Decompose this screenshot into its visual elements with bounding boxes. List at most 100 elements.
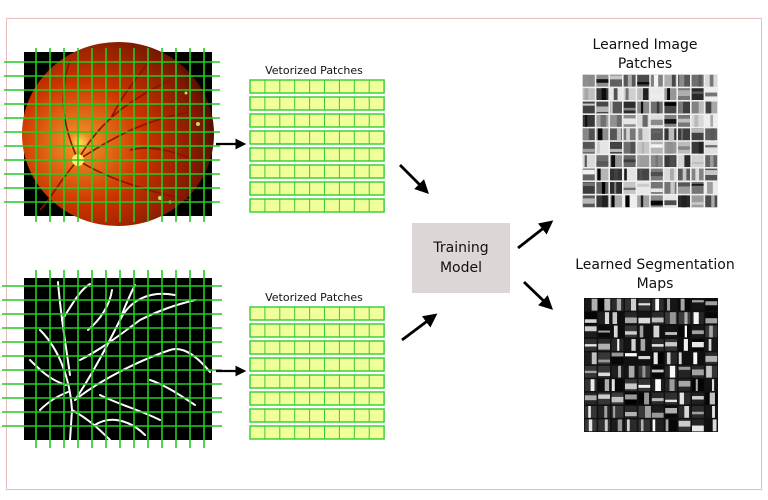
mosaic-tile-stroke <box>626 128 630 141</box>
mosaic-tile-stroke <box>640 101 644 114</box>
mosaic-tile-stroke <box>588 419 593 432</box>
mosaic-tile-stroke <box>683 339 688 351</box>
mosaic-tile-stroke <box>711 379 715 391</box>
mosaic-tile-stroke <box>584 88 589 100</box>
mosaic-tile-stroke <box>667 88 670 100</box>
training-label-line2: Model <box>439 260 483 276</box>
mosaic-tile <box>651 406 664 418</box>
mosaic-tile-stroke <box>678 366 691 370</box>
mosaic-tile <box>705 406 718 418</box>
mosaic-tile-stroke <box>678 101 684 114</box>
mosaic-tile-stroke <box>664 102 677 106</box>
mosaic-tile-stroke <box>692 341 704 348</box>
mosaic-tile <box>598 406 610 418</box>
mosaic-tile-stroke <box>610 75 622 80</box>
mosaic-tile-stroke <box>643 88 649 100</box>
mosaic-tile-stroke <box>642 115 648 127</box>
arrow-top-patches-to-training <box>399 164 429 194</box>
mosaic-tile-stroke <box>623 107 636 111</box>
mosaic-tile-stroke <box>611 155 616 167</box>
mosaic-tile-stroke <box>665 407 677 414</box>
mosaic-tile-stroke <box>656 101 660 114</box>
mosaic-tile-stroke <box>705 301 718 306</box>
mosaic-tile-stroke <box>692 425 704 432</box>
mosaic-tile-stroke <box>678 146 690 150</box>
mosaic-tile <box>623 195 636 208</box>
mosaic-tile-stroke <box>665 342 677 347</box>
mosaic-tile-stroke <box>684 406 689 418</box>
mosaic-tile-stroke <box>681 195 687 208</box>
mosaic-tile <box>598 419 610 432</box>
mosaic-tile <box>637 182 650 194</box>
mosaic-tile-stroke <box>604 419 608 432</box>
mosaic-tile-stroke <box>655 379 661 391</box>
mosaic-tile-stroke <box>679 74 685 87</box>
patch-vector-row <box>249 374 385 389</box>
mosaic-tile <box>664 88 677 100</box>
mosaic-tile-stroke <box>669 379 675 391</box>
mosaic-tile-stroke <box>600 115 607 127</box>
mosaic-tile <box>665 392 677 405</box>
mosaic-tile-stroke <box>638 356 651 360</box>
mosaic-tile-stroke <box>653 352 658 365</box>
mosaic-tile-stroke <box>597 168 601 181</box>
mosaic-tile <box>650 182 663 194</box>
mosaic-tile-stroke <box>653 325 660 338</box>
mosaic-tile-stroke <box>693 352 698 365</box>
mosaic-tile <box>584 352 597 365</box>
mosaic-tile-stroke <box>650 130 663 133</box>
mosaic-tile <box>611 419 624 432</box>
mosaic-tile-stroke <box>610 148 622 153</box>
patch-vector-row <box>249 306 385 321</box>
mosaic-tile-stroke <box>651 369 664 373</box>
mosaic-tile-stroke <box>604 312 610 324</box>
mosaic-tile-stroke <box>611 396 624 403</box>
mosaic-tile-stroke <box>680 128 684 141</box>
mosaic-tile <box>692 352 704 365</box>
mosaic-tile-stroke <box>692 369 704 376</box>
training-label-line1: Training <box>433 240 489 256</box>
mosaic-tile-stroke <box>692 396 704 400</box>
mosaic-tile <box>610 128 622 141</box>
mosaic-tile <box>582 155 595 167</box>
mosaic-tile-stroke <box>584 344 597 347</box>
mosaic-tile <box>691 101 704 114</box>
mosaic-tile-stroke <box>653 74 659 87</box>
mosaic-tile <box>610 195 622 208</box>
mosaic-tile <box>596 155 609 167</box>
mosaic-tile-stroke <box>625 411 637 417</box>
mosaic-tile-stroke <box>651 317 664 323</box>
mosaic-tile <box>664 182 677 194</box>
learned-patches-line2: Patches <box>617 56 673 72</box>
mosaic-tile-stroke <box>678 118 690 123</box>
mosaic-tile-stroke <box>698 101 704 114</box>
mosaic-tile <box>691 128 704 141</box>
mosaic-tile <box>650 128 663 141</box>
mosaic-tile-stroke <box>582 128 589 141</box>
mosaic-tile <box>623 101 636 114</box>
mosaic-tile <box>598 298 610 311</box>
mosaic-tile-stroke <box>611 195 615 208</box>
mosaic-tile-stroke <box>670 168 674 181</box>
mosaic-tile-stroke <box>602 195 608 208</box>
mosaic-tile-stroke <box>692 300 704 303</box>
mosaic-tile <box>705 379 718 391</box>
mosaic-tile <box>582 168 595 181</box>
mosaic-tile-stroke <box>644 392 650 405</box>
mosaic-tile-stroke <box>597 128 603 141</box>
figure-frame <box>6 18 762 490</box>
patch-vector-row <box>249 408 385 423</box>
mosaic-tile-stroke <box>617 419 623 432</box>
mosaic-tile-stroke <box>691 161 704 165</box>
arrow-training-to-learned-patches <box>517 220 554 250</box>
mosaic-tile <box>596 168 609 181</box>
mosaic-tile <box>678 325 691 338</box>
mosaic-tile-stroke <box>591 298 598 311</box>
mosaic-tile <box>611 312 624 324</box>
mosaic-tile <box>623 141 636 154</box>
lesion-spot <box>196 122 200 126</box>
mosaic-tile-stroke <box>698 74 702 87</box>
mosaic-tile-stroke <box>695 379 698 391</box>
arrow-training-to-learned-maps <box>523 280 554 310</box>
